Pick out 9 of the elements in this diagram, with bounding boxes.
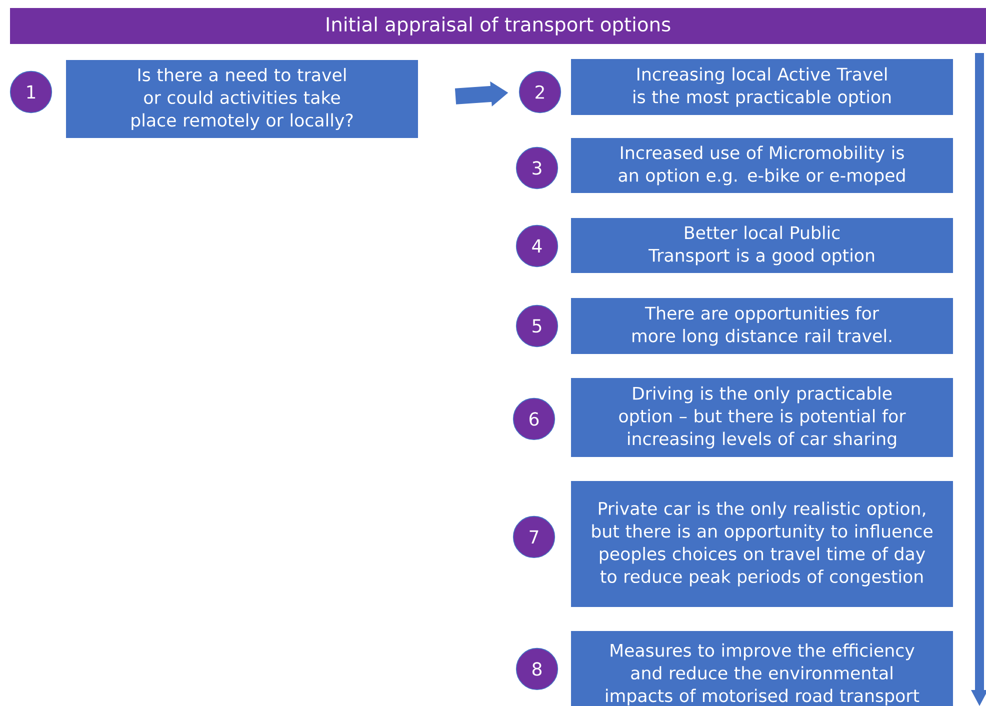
title-bar: Initial appraisal of transport options — [10, 8, 986, 44]
option-box: There are opportunities for more long distance rail travel. — [571, 298, 953, 354]
option-box: Increased use of Micromobility is an option e.g. e-bike or e-moped — [571, 138, 953, 193]
option-box: Increasing local Active Travel is the most practicable option — [571, 59, 953, 115]
option-box: Private car is the only realistic option, but there is an opportunity to influence peoples choices on travel time of day to reduce peak periods of congestion — [571, 481, 953, 607]
option-box: Measures to improve the efficiency and reduce the environmental impacts of motorised road transport — [571, 631, 953, 706]
option-box: Driving is the only practicable option – but there is potential for increasing levels of car sharing — [571, 378, 953, 457]
option-box: Better local Public Transport is a good option — [571, 218, 953, 273]
option-box: Is there a need to travel or could activities take place remotely or locally? — [66, 60, 418, 138]
